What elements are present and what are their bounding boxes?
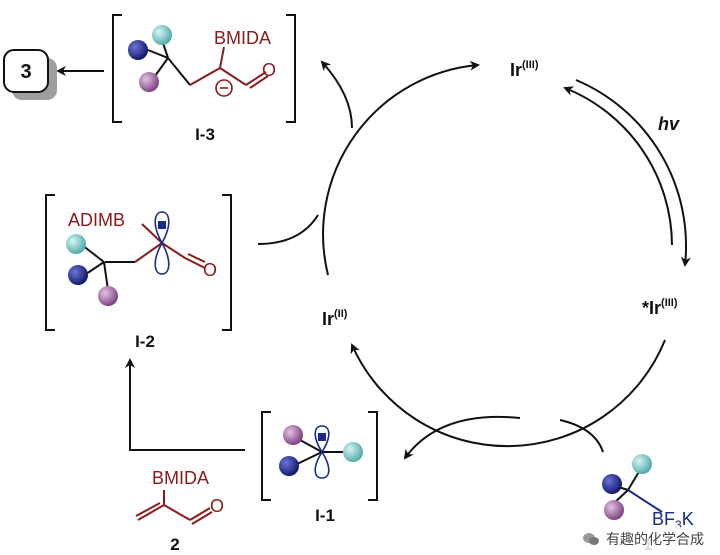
ir3-excited-label: *Ir(III)	[642, 297, 678, 318]
i2-adimb-label: ADIMB	[68, 210, 125, 230]
intermediate-i2: ADIMB O I-2	[45, 194, 232, 351]
i3-bracket-left	[112, 14, 122, 123]
i2-navy-sphere	[68, 265, 88, 285]
i1-bracket-left	[261, 411, 271, 501]
i2-bracket-right	[222, 194, 232, 331]
i3-bracket-right	[286, 14, 296, 123]
branch-to-i3	[320, 60, 353, 129]
reagent-1-bf-label: BF3K	[652, 509, 694, 532]
i3-bmida-label: BMIDA	[214, 28, 271, 48]
reagent-2-label: 2	[170, 535, 179, 554]
reagent-2: BMIDA O 2	[135, 468, 224, 554]
product-3-box: 3	[3, 49, 57, 100]
reagent-1-navy-sphere	[602, 474, 622, 494]
i3-label: I-3	[195, 125, 215, 144]
i1-label: I-1	[315, 506, 335, 525]
reagent-1-teal-sphere	[632, 454, 652, 474]
i3-navy-sphere	[128, 40, 148, 60]
intermediate-i1: I-1	[261, 411, 378, 525]
watermark: 有趣的化学合成	[576, 527, 710, 551]
arc-hv-up	[563, 86, 673, 246]
i3-oxygen: O	[262, 60, 276, 80]
i2-purple-sphere	[98, 286, 118, 306]
wechat-icon	[582, 532, 600, 546]
arc-bottom	[350, 339, 666, 448]
arc-hv-down	[575, 79, 691, 267]
arrow-i1-to-i2	[125, 358, 245, 451]
i2-teal-sphere	[66, 234, 86, 254]
i1-purple-sphere	[283, 425, 303, 445]
i1-navy-sphere	[279, 456, 299, 476]
product-3-label: 3	[20, 61, 31, 83]
i3-purple-sphere	[139, 72, 159, 92]
branch-from-1	[559, 419, 604, 453]
arc-top	[322, 60, 480, 276]
catalytic-cycle	[257, 60, 691, 460]
i1-teal-sphere	[343, 442, 363, 462]
reagent-1: BF3K 1	[602, 454, 694, 554]
i1-bracket-right	[368, 411, 378, 501]
reagent-2-oxygen: O	[210, 496, 224, 516]
reagent-1-purple-sphere	[604, 500, 624, 520]
i3-anion-charge	[215, 79, 233, 97]
branch-to-i1	[403, 415, 521, 460]
intermediate-i3: BMIDA O I-3	[112, 14, 296, 144]
i3-teal-sphere	[152, 25, 172, 45]
i2-oxygen: O	[203, 260, 217, 280]
i2-bracket-left	[45, 194, 55, 331]
hv-label: hv	[658, 114, 680, 134]
ir3-label: Ir(III)	[510, 59, 539, 80]
watermark-text: 有趣的化学合成	[606, 532, 704, 548]
ir2-label: Ir(II)	[322, 308, 348, 329]
reagent-2-bmida: BMIDA	[152, 468, 209, 488]
branch-from-i2	[257, 214, 319, 245]
i2-label: I-2	[135, 332, 155, 351]
